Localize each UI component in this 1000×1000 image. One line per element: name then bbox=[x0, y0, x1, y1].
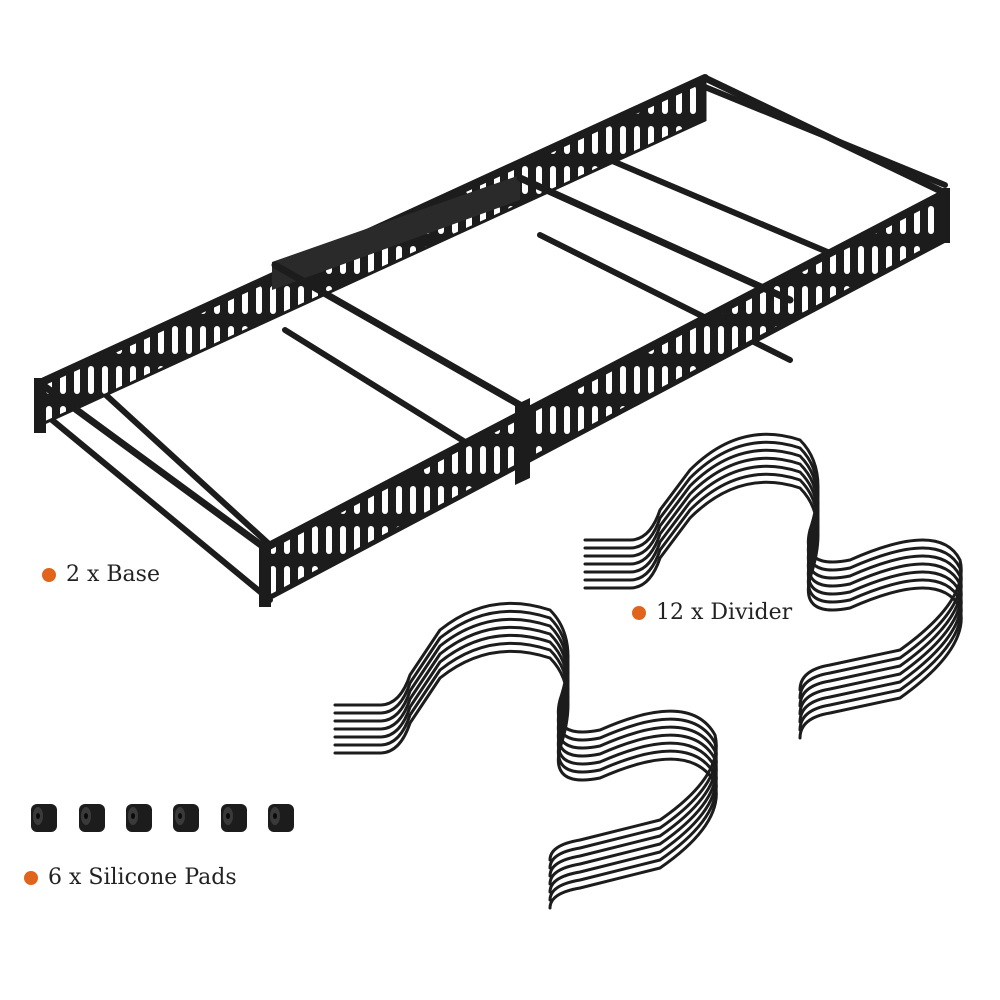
silicone-pads-image bbox=[31, 804, 294, 832]
silicone-pad-icon bbox=[221, 804, 247, 832]
silicone-pad-icon bbox=[79, 804, 105, 832]
silicone-pad-icon bbox=[268, 804, 294, 832]
base-rack-image bbox=[34, 74, 950, 607]
orange-dot-icon bbox=[42, 567, 56, 582]
label-divider-text: 12 x Divider bbox=[656, 600, 793, 625]
label-base-text: 2 x Base bbox=[66, 562, 160, 587]
label-pads-text: 6 x Silicone Pads bbox=[48, 865, 237, 890]
silicone-pad-icon bbox=[31, 804, 57, 832]
label-pads: 6 x Silicone Pads bbox=[24, 865, 237, 890]
silicone-pad-icon bbox=[173, 804, 199, 832]
silicone-pad-icon bbox=[126, 804, 152, 832]
divider-stack-lower bbox=[333, 601, 718, 910]
label-base: 2 x Base bbox=[42, 562, 160, 587]
orange-dot-icon bbox=[632, 605, 646, 620]
divider-stack-upper bbox=[583, 432, 963, 740]
label-divider: 12 x Divider bbox=[632, 600, 792, 625]
orange-dot-icon bbox=[24, 870, 38, 885]
